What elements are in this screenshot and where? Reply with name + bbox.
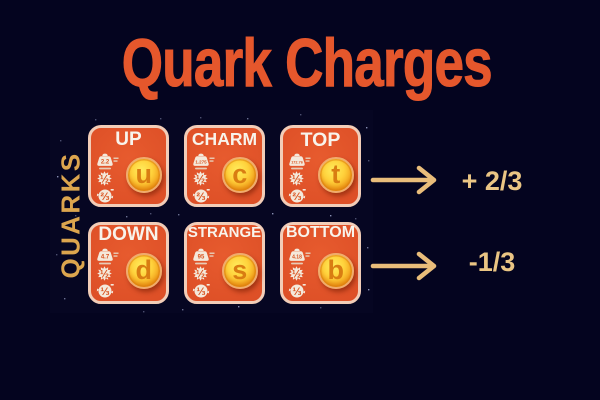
svg-text:⅔: ⅔: [292, 191, 301, 203]
svg-text:172.76: 172.76: [291, 161, 303, 165]
svg-text:½: ½: [100, 174, 109, 186]
svg-text:⅓: ⅓: [100, 286, 109, 298]
svg-text:½: ½: [196, 268, 205, 280]
svg-text:⅔: ⅔: [100, 191, 109, 203]
svg-text:2.2: 2.2: [101, 160, 110, 166]
svg-text:⅓: ⅓: [292, 286, 301, 298]
svg-text:⅔: ⅔: [196, 191, 205, 203]
svg-text:95: 95: [198, 254, 205, 260]
svg-text:½: ½: [100, 268, 109, 280]
svg-text:½: ½: [292, 174, 301, 186]
svg-text:4.18: 4.18: [292, 254, 302, 260]
svg-text:⅓: ⅓: [196, 286, 205, 298]
svg-text:4.7: 4.7: [101, 254, 110, 260]
svg-text:½: ½: [292, 268, 301, 280]
svg-text:1.275: 1.275: [195, 160, 207, 165]
svg-text:½: ½: [196, 174, 205, 186]
